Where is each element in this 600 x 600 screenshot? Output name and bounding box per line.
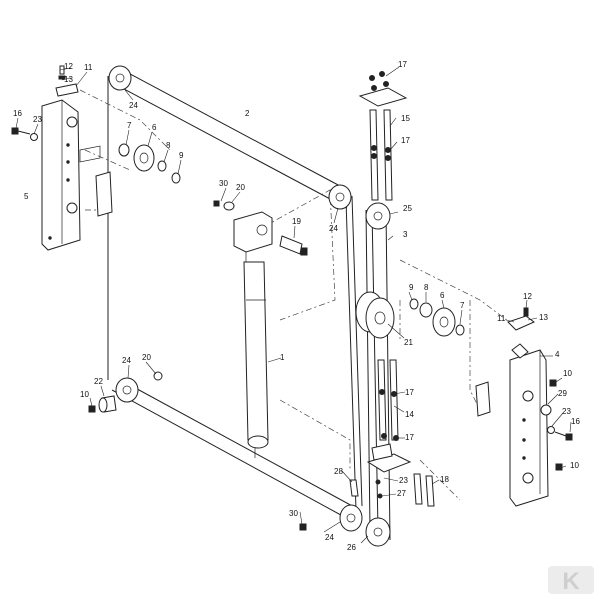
- callout-2: 2: [245, 109, 250, 118]
- bottom-plate-23: [366, 443, 412, 499]
- rods-14: [377, 359, 399, 441]
- right-clamp-plate: [475, 381, 491, 417]
- bolt-16-right: [547, 426, 573, 441]
- callout-30: 30: [219, 179, 228, 188]
- callout-17: 17: [405, 433, 414, 442]
- callout-20: 20: [236, 183, 245, 192]
- callout-7: 7: [127, 121, 132, 130]
- callout-6: 6: [440, 291, 445, 300]
- callout-9: 9: [179, 151, 184, 160]
- callout-17: 17: [405, 388, 414, 397]
- left-bracket-5: [41, 99, 81, 251]
- callout-13: 13: [64, 75, 73, 84]
- bolt-28: [349, 479, 359, 497]
- callout-24: 24: [129, 101, 138, 110]
- callout-14: 14: [405, 410, 414, 419]
- brand-logo-mark: K: [562, 568, 580, 595]
- nuts-10-right: [549, 379, 563, 471]
- pulley-25: [365, 202, 391, 230]
- left-clamp-plate: [79, 145, 113, 217]
- washer-30-20-center: [213, 200, 235, 211]
- callout-24: 24: [122, 356, 131, 365]
- callout-16: 16: [13, 109, 22, 118]
- callout-19: 19: [292, 217, 301, 226]
- callout-17: 17: [398, 60, 407, 69]
- chain-3: [345, 195, 391, 541]
- callout-17: 17: [401, 136, 410, 145]
- brand-logo: K: [548, 566, 594, 595]
- nuts-17-upper: [371, 145, 391, 161]
- callout-30: 30: [289, 509, 298, 518]
- callout-23: 23: [562, 407, 571, 416]
- callout-4: 4: [555, 350, 560, 359]
- callout-21: 21: [404, 338, 413, 347]
- callout-27: 27: [397, 489, 406, 498]
- callout-13: 13: [539, 313, 548, 322]
- nut-10-left: [88, 405, 96, 413]
- callout-3: 3: [403, 230, 408, 239]
- callout-8: 8: [166, 141, 171, 150]
- callout-26: 26: [347, 543, 356, 552]
- callout-10: 10: [570, 461, 579, 470]
- callout-5: 5: [24, 192, 29, 201]
- pulley-24-bottom: [339, 504, 363, 532]
- callout-10: 10: [80, 390, 89, 399]
- callout-11: 11: [84, 63, 93, 72]
- pulley-24-bottom-left: [115, 377, 139, 403]
- callout-12: 12: [64, 62, 73, 71]
- bushing-22: [98, 395, 117, 413]
- callout-23: 23: [33, 115, 42, 124]
- callout-15: 15: [401, 114, 410, 123]
- main-chain-2: [107, 66, 357, 521]
- callout-8: 8: [424, 283, 429, 292]
- pulley-26: [365, 517, 391, 547]
- pulley-6-left: [118, 143, 181, 184]
- callout-labels: 12 13 11 24 2 16 23 7 6 8 9 5 30 20 19 2…: [13, 60, 580, 552]
- leader-lines: [15, 66, 572, 544]
- callout-1: 1: [280, 353, 285, 362]
- callout-12: 12: [523, 292, 532, 301]
- callout-25: 25: [403, 204, 412, 213]
- callout-11: 11: [497, 314, 506, 323]
- bolt-16-left: [11, 127, 38, 141]
- hydraulic-cylinder-1: [243, 261, 269, 458]
- callout-18: 18: [440, 475, 449, 484]
- callout-7: 7: [460, 301, 465, 310]
- callout-28: 28: [334, 467, 343, 476]
- shaft-19: [279, 235, 308, 256]
- right-bracket-4: [509, 349, 549, 507]
- callout-10: 10: [563, 369, 572, 378]
- callout-20: 20: [142, 353, 151, 362]
- nut-30-bottom: [299, 523, 307, 531]
- callout-9: 9: [409, 283, 414, 292]
- top-right-hardware: [507, 307, 552, 416]
- pulley-6-right: [409, 298, 465, 337]
- callout-23: 23: [399, 476, 408, 485]
- double-pulley-21: [355, 291, 395, 339]
- top-plate-17: [358, 71, 408, 107]
- cylinder-bracket: [233, 211, 273, 262]
- callout-6: 6: [152, 123, 157, 132]
- bolts-18: [413, 473, 435, 507]
- pulley-24-top-left: [108, 65, 132, 91]
- callout-24: 24: [325, 533, 334, 542]
- callout-29: 29: [558, 389, 567, 398]
- callout-22: 22: [94, 377, 103, 386]
- pulley-24-center: [328, 184, 352, 210]
- top-left-hardware: [55, 65, 79, 97]
- callout-16: 16: [571, 417, 580, 426]
- callout-24: 24: [329, 224, 338, 233]
